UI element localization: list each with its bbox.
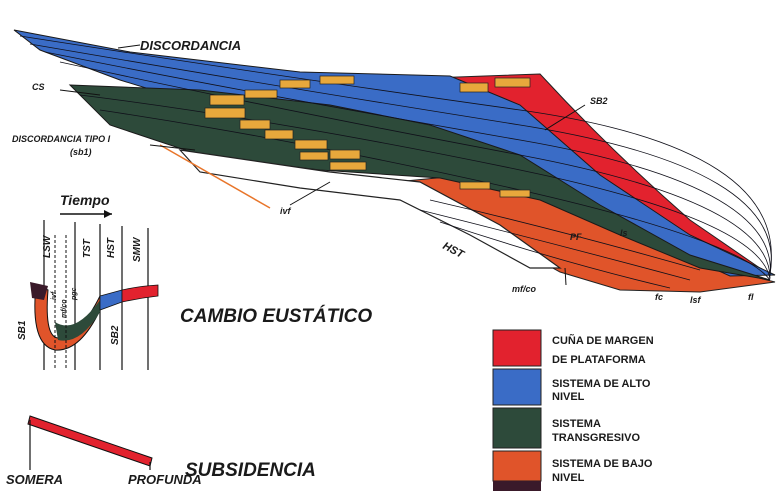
label-ls: ls (620, 228, 628, 238)
leader-line (149, 144, 196, 151)
leader-lines (59, 44, 586, 286)
legend-swatch-highstand (492, 368, 542, 406)
legend-label-line2: DE PLATAFORMA (552, 354, 646, 366)
label-cs: CS (32, 82, 45, 92)
legend-label-line2: TRANSGRESIVO (552, 432, 640, 444)
label-discordancia: DISCORDANCIA (140, 38, 241, 53)
stratal-line (439, 221, 671, 289)
legend-label-line1: SISTEMA DE BAJO (552, 458, 653, 470)
sand-body (294, 139, 328, 150)
leader-line (564, 267, 567, 286)
sand-body (319, 75, 355, 85)
stratal-line (99, 109, 771, 281)
label-pf: PF (570, 232, 582, 242)
sequence-boundary-line (159, 144, 271, 209)
leader-line (117, 44, 141, 49)
label-mfco: mf/co (512, 284, 537, 294)
label-hst: HST (441, 240, 467, 262)
sand-body (299, 151, 329, 161)
sand-body (279, 79, 311, 89)
label-cambio-eustatico: CAMBIO EUSTÁTICO (180, 305, 372, 327)
lowstand-fan-band (178, 149, 562, 269)
label-discordancia-tipo-1: DISCORDANCIA TIPO I (12, 134, 111, 144)
leader-line (59, 89, 101, 96)
legend-swatch-transgressive (492, 407, 542, 449)
stratal-lines (19, 35, 772, 289)
stratal-line (19, 35, 772, 273)
eustatic-curve-blue (99, 289, 123, 311)
label-hst-col: HST (106, 237, 117, 258)
label-fc: fc (655, 292, 663, 302)
sand-body (329, 149, 361, 160)
sand-body (459, 181, 491, 190)
sand-body (499, 189, 531, 198)
legend: CUÑA DE MARGEN DE PLATAFORMA SISTEMA DE … (492, 329, 654, 491)
label-lsf: lsf (690, 295, 702, 305)
stratal-line (29, 43, 772, 275)
sand-body (329, 161, 367, 171)
label-ivf: ivf (280, 206, 292, 216)
leader-line (289, 181, 331, 206)
label-lsw: LSW (42, 234, 53, 258)
label-smw: SMW (132, 236, 143, 262)
eustatic-curve-dark (30, 282, 48, 300)
cross-section (13, 29, 776, 293)
label-tiempo: Tiempo (60, 192, 110, 208)
legend-label-line1: SISTEMA (552, 418, 601, 430)
legend-swatch-dark (493, 481, 541, 491)
subsidence-bar (27, 415, 153, 467)
label-subsidencia: SUBSIDENCIA (185, 460, 316, 481)
eustatic-curve-red (121, 284, 159, 303)
stratal-line (429, 199, 701, 271)
sand-body (239, 119, 271, 130)
label-sb1: SB1 (17, 320, 28, 340)
legend-label-line2: NIVEL (552, 391, 585, 403)
sand-body (459, 82, 489, 93)
label-sb2: SB2 (110, 325, 121, 345)
legend-swatch-margin (492, 329, 542, 367)
stratal-line (79, 94, 771, 280)
time-arrow-head (104, 210, 112, 218)
sand-body (209, 94, 245, 106)
legend-label-line1: CUÑA DE MARGEN (552, 334, 654, 347)
label-ivf-small: ivf (51, 291, 58, 300)
legend-label-line2: NIVEL (552, 472, 585, 484)
leader-line (544, 104, 586, 131)
label-profunda: PROFUNDA (128, 472, 202, 487)
sand-bodies (204, 75, 531, 198)
sand-body (204, 107, 246, 119)
sand-body (244, 89, 278, 99)
label-mfco-small: mf/co (61, 299, 68, 318)
sand-body (494, 77, 531, 88)
label-fl: fl (748, 292, 754, 302)
label-sb2-top: SB2 (590, 96, 608, 106)
stratal-line (59, 61, 771, 279)
label-sb1-paren: (sb1) (70, 147, 92, 157)
stratal-line (419, 209, 691, 281)
subsidence-group: SOMERA PROFUNDA SUBSIDENCIA (6, 415, 316, 487)
label-pgc: pgc (71, 287, 78, 301)
label-tst: TST (82, 238, 93, 258)
stratal-line (44, 51, 771, 277)
legend-label-line1: SISTEMA DE ALTO (552, 378, 651, 390)
legend-swatch-lowstand (492, 450, 542, 482)
eustatic-curve-group: Tiempo LSW TST HST SMW ivf mf/co pgc SB1… (17, 192, 372, 370)
sand-body (264, 129, 294, 140)
label-somera: SOMERA (6, 472, 63, 487)
